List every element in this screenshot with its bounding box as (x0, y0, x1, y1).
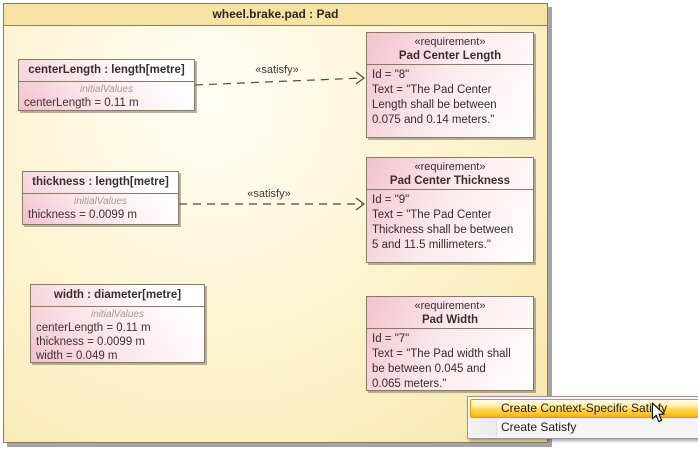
value-property-name: width : diameter[metre] (31, 285, 204, 307)
requirement-body: Id = "8" Text = "The Pad Center Length s… (372, 69, 497, 126)
menu-item-create-context-specific-satisfy[interactable]: Create Context-Specific Satisfy (470, 399, 698, 418)
diagram-frame[interactable]: wheel.brake.pad : Pad «satisfy» «satisfy… (3, 3, 548, 443)
requirement-body: Id = "7" Text = "The Pad width shall be … (372, 333, 511, 390)
requirement-body: Id = "9" Text = "The Pad Center Thicknes… (372, 194, 514, 251)
requirement-name: Pad Center Length (398, 50, 502, 62)
requirement-pad-center-thickness[interactable]: «requirement» Pad Center Thickness Id = … (366, 157, 534, 263)
initial-values-label: initialValues (91, 309, 144, 320)
requirement-stereotype: «requirement» (414, 36, 486, 48)
satisfy-label[interactable]: «satisfy» (247, 188, 291, 200)
requirement-stereotype: «requirement» (414, 300, 486, 312)
satisfy-connector-2[interactable] (179, 197, 365, 211)
satisfy-connector-1[interactable] (194, 71, 365, 86)
requirement-name: Pad Center Thickness (389, 175, 511, 187)
mouse-cursor-icon (651, 402, 665, 423)
initial-values-text: centerLength = 0.11 m thickness = 0.0099… (36, 322, 151, 362)
value-property-thickness[interactable]: thickness : length[metre] initialValues … (22, 171, 179, 225)
satisfy-connectors (179, 71, 365, 211)
initial-values-label: initialValues (80, 84, 133, 95)
requirement-name: Pad Width (421, 314, 479, 326)
initial-values-text: thickness = 0.0099 m (28, 209, 137, 221)
value-property-name: thickness : length[metre] (23, 172, 178, 194)
value-property-width[interactable]: width : diameter[metre] initialValues ce… (30, 284, 205, 363)
value-property-name: centerLength : length[metre] (19, 60, 194, 82)
initial-values-label: initialValues (74, 196, 127, 207)
value-property-centerlength[interactable]: centerLength : length[metre] initialValu… (18, 59, 195, 111)
frame-title[interactable]: wheel.brake.pad : Pad (4, 4, 547, 26)
requirement-pad-width[interactable]: «requirement» Pad Width Id = "7" Text = … (366, 296, 534, 391)
requirement-stereotype: «requirement» (414, 161, 486, 173)
requirement-pad-center-length[interactable]: «requirement» Pad Center Length Id = "8"… (366, 32, 534, 138)
initial-values-text: centerLength = 0.11 m (24, 97, 139, 109)
menu-item-create-satisfy[interactable]: Create Satisfy (501, 420, 577, 434)
satisfy-label[interactable]: «satisfy» (255, 64, 299, 76)
